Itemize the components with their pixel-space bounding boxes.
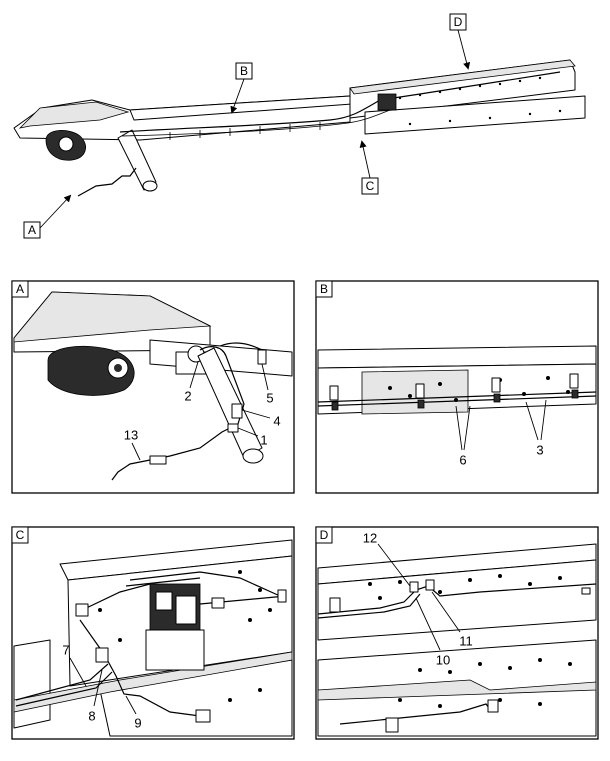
part-number-9: 9 <box>134 716 141 731</box>
svg-text:C: C <box>366 179 375 193</box>
part-number-4: 4 <box>273 414 280 429</box>
svg-text:C: C <box>16 528 25 542</box>
callout-b: B <box>230 62 253 114</box>
svg-text:A: A <box>28 223 36 237</box>
part-number-6: 6 <box>459 453 466 468</box>
detail-panel-b: B 6 3 <box>315 280 599 494</box>
part-number-1: 1 <box>260 433 267 448</box>
part-number-7: 7 <box>62 643 69 658</box>
detail-panel-a: A 2 5 4 1 13 <box>11 280 295 494</box>
detail-panel-d: D 12 10 11 <box>315 526 599 740</box>
part-number-5: 5 <box>266 391 273 406</box>
part-number-8: 8 <box>88 709 95 724</box>
callout-c: C <box>359 140 379 195</box>
part-number-2: 2 <box>184 389 191 404</box>
svg-text:A: A <box>16 282 24 296</box>
svg-text:D: D <box>454 15 463 29</box>
part-number-13: 13 <box>124 428 138 443</box>
part-number-3: 3 <box>536 443 543 458</box>
callout-d: D <box>449 13 471 70</box>
svg-text:B: B <box>320 282 328 296</box>
svg-text:D: D <box>320 528 329 542</box>
part-number-12: 12 <box>363 531 377 546</box>
detail-panel-c: C 7 8 <box>11 526 295 740</box>
overview-chassis <box>13 59 586 197</box>
part-number-10: 10 <box>436 653 450 668</box>
part-number-11: 11 <box>459 634 473 649</box>
callout-a: A <box>23 194 72 239</box>
svg-text:B: B <box>240 64 248 78</box>
